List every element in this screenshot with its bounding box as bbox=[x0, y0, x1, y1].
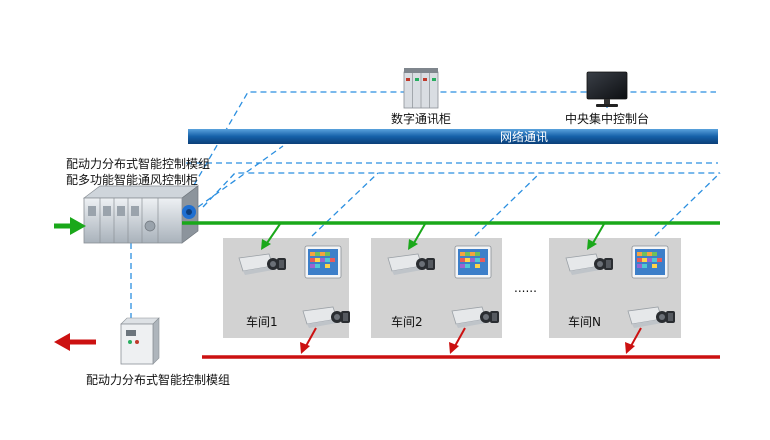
network-bus-label: 网络通讯 bbox=[500, 129, 548, 144]
supply-drop-arrows bbox=[261, 223, 605, 250]
workshop-n-label: 车间N bbox=[568, 314, 601, 329]
exhaust-drop-arrows bbox=[300, 327, 642, 354]
comm-cabinet-label: 数字通讯柜 bbox=[391, 111, 451, 126]
control-box bbox=[120, 317, 160, 365]
workshop-1-touch-panel bbox=[304, 245, 342, 279]
central-console-label: 中央集中控制台 bbox=[565, 111, 649, 126]
workshop-2-label: 车间2 bbox=[391, 314, 423, 329]
workshop-2-touch-panel bbox=[454, 245, 492, 279]
supply-air-inlet-arrow bbox=[54, 217, 86, 235]
workshop-n-touch-panel bbox=[631, 245, 669, 279]
workshop-ellipsis: ...... bbox=[514, 281, 537, 295]
comm-cabinet-icon bbox=[403, 68, 439, 109]
central-console: 中央集中控制台 bbox=[565, 71, 649, 126]
comm-cabinet: 数字通讯柜 bbox=[391, 68, 451, 126]
control-box-label: 配动力分布式智能控制模组 bbox=[86, 372, 230, 387]
workshop-1-label: 车间1 bbox=[246, 314, 278, 329]
ahu-label-line1: 配动力分布式智能控制模组 bbox=[66, 156, 210, 171]
network-bus: 网络通讯 bbox=[188, 129, 718, 144]
monitor-icon bbox=[586, 71, 628, 107]
exhaust-air-outlet-arrow bbox=[54, 333, 96, 351]
air-handling-unit bbox=[82, 185, 200, 244]
ahu-label-line2: 配多功能智能通风控制柜 bbox=[66, 172, 198, 187]
signal-lines bbox=[130, 91, 721, 320]
